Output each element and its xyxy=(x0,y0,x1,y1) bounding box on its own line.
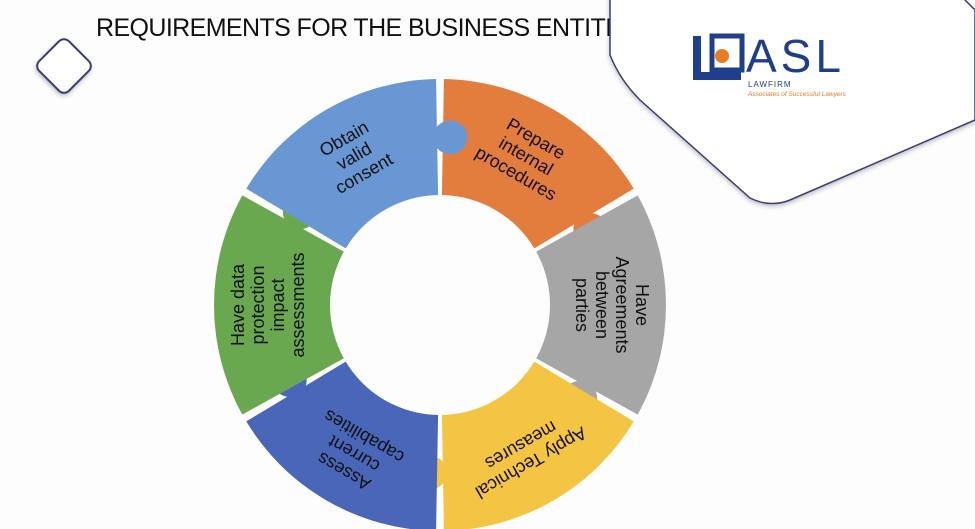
segment-shape xyxy=(214,195,344,415)
segment-shape xyxy=(246,361,439,529)
cycle-ring: PrepareinternalproceduresHaveAgreementsb… xyxy=(214,79,667,529)
segment-label: Have dataprotectionimpactassessments xyxy=(228,252,308,357)
logo-name: ASL xyxy=(746,30,845,82)
segment-label-line: impact xyxy=(268,278,288,331)
segment-label: HaveAgreementsbetweenparties xyxy=(572,256,652,353)
logo-line: LAWFIRM xyxy=(748,80,792,89)
segment-label-line: Agreements xyxy=(612,256,632,353)
cycle-segment xyxy=(246,79,468,249)
segment-label-line: between xyxy=(592,271,612,339)
segment-label-line: parties xyxy=(572,278,592,332)
puzzle-knob xyxy=(433,120,468,155)
segment-label-line: assessments xyxy=(288,252,308,357)
page-title: REQUIREMENTS FOR THE BUSINESS ENTITIES xyxy=(96,14,644,42)
segment-label-line: Have xyxy=(632,284,652,326)
segment-shape xyxy=(441,79,634,249)
logo-mark-icon xyxy=(693,33,745,80)
segment-label-line: Have data xyxy=(228,263,248,346)
segment-shape xyxy=(246,79,439,249)
segment-label-line: protection xyxy=(248,265,268,344)
segment-shape xyxy=(441,361,634,529)
logo-tagline: Associates of Successful Lawyers xyxy=(747,91,847,98)
segment-shape xyxy=(536,195,667,415)
asl-logo: ASL LAWFIRM Associates of Successful Law… xyxy=(693,30,847,98)
logo-card xyxy=(609,0,975,205)
